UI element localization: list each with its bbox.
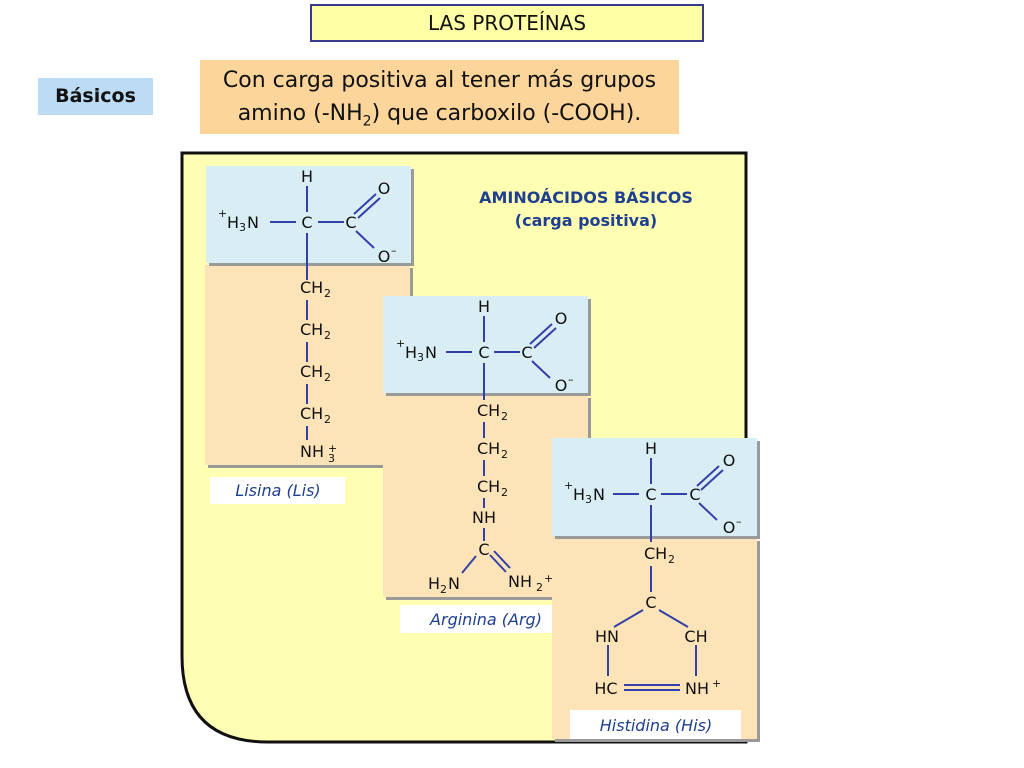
structure-text: H xyxy=(573,485,585,504)
structure-text: 2 xyxy=(536,581,543,594)
structure-text: – xyxy=(736,515,742,528)
structure-text: CH xyxy=(477,477,500,496)
structure-text: + xyxy=(544,572,553,585)
structure-text: 2 xyxy=(501,448,508,461)
structure-text: C xyxy=(301,213,312,232)
structure-text: 2 xyxy=(501,410,508,423)
structure-text: H xyxy=(428,574,440,593)
structure-text: C xyxy=(689,485,700,504)
structure-text: CH xyxy=(300,404,323,423)
structure-text: CH xyxy=(644,544,667,563)
structure-text: O xyxy=(555,309,568,328)
structure-text: C xyxy=(345,213,356,232)
lysine-label: Lisina (Lis) xyxy=(235,481,320,500)
structure-text: O xyxy=(378,179,391,198)
structure-text: C xyxy=(478,540,489,559)
structure-text: 2 xyxy=(501,486,508,499)
structure-text: C xyxy=(645,485,656,504)
structure-text: O xyxy=(378,247,391,266)
structure-text: O xyxy=(723,518,736,537)
structure-text: 2 xyxy=(324,371,331,384)
description-line-1: Con carga positiva al tener más grupos xyxy=(222,68,657,93)
structure-text: 3 xyxy=(328,452,335,465)
panel-subtitle: (carga positiva) xyxy=(515,211,657,230)
structure-text: N xyxy=(425,343,437,362)
structure-text: O xyxy=(723,451,736,470)
structure-text: H xyxy=(478,297,490,316)
structure-text: H xyxy=(227,213,239,232)
structure-text: N xyxy=(593,485,605,504)
structure-text: N xyxy=(247,213,259,232)
structure-text: 2 xyxy=(668,553,675,566)
structure-text: 2 xyxy=(324,287,331,300)
page-title: LAS PROTEÍNAS xyxy=(310,4,704,42)
structure-text: H xyxy=(645,439,657,458)
structure-text: NH xyxy=(685,679,709,698)
structure-text: C xyxy=(645,593,656,612)
structure-text: HN xyxy=(595,627,619,646)
structure-text: CH xyxy=(300,362,323,381)
structure-text: CH xyxy=(477,439,500,458)
structure-text: HC xyxy=(594,679,617,698)
structure-text: CH xyxy=(477,401,500,420)
arginine-label: Arginina (Arg) xyxy=(429,610,542,629)
category-label: Básicos xyxy=(38,78,153,115)
description-line-2: amino (-NH2) que carboxilo (-COOH). xyxy=(237,101,642,130)
structure-text: 2 xyxy=(324,413,331,426)
structure-text: CH xyxy=(300,320,323,339)
structure-text: 3 xyxy=(239,221,246,234)
structure-text: + xyxy=(218,207,227,220)
histidine-label: Histidina (His) xyxy=(600,716,712,735)
panel-title: AMINOÁCIDOS BÁSICOS xyxy=(479,188,693,207)
structure-text: H xyxy=(405,343,417,362)
structure-text: – xyxy=(391,244,397,257)
structure-text: NH xyxy=(508,572,532,591)
structure-text: 3 xyxy=(585,493,592,506)
structure-text: + xyxy=(396,337,405,350)
structure-text: – xyxy=(568,373,574,386)
structure-text: CH xyxy=(300,278,323,297)
description-box: Con carga positiva al tener más grupos a… xyxy=(200,60,679,134)
structure-text: 3 xyxy=(417,351,424,364)
structure-text: + xyxy=(564,479,573,492)
structure-text: CH xyxy=(684,627,707,646)
structure-text: H xyxy=(301,167,313,186)
structure-text: C xyxy=(521,343,532,362)
structure-text: NH xyxy=(300,442,324,461)
structure-text: NH xyxy=(472,508,496,527)
structure-text: N xyxy=(448,574,460,593)
structure-text: O xyxy=(555,376,568,395)
structure-text: 2 xyxy=(440,583,447,596)
structure-text: C xyxy=(478,343,489,362)
structure-text: + xyxy=(328,442,337,455)
structure-text: + xyxy=(712,677,721,690)
structure-text: 2 xyxy=(324,329,331,342)
